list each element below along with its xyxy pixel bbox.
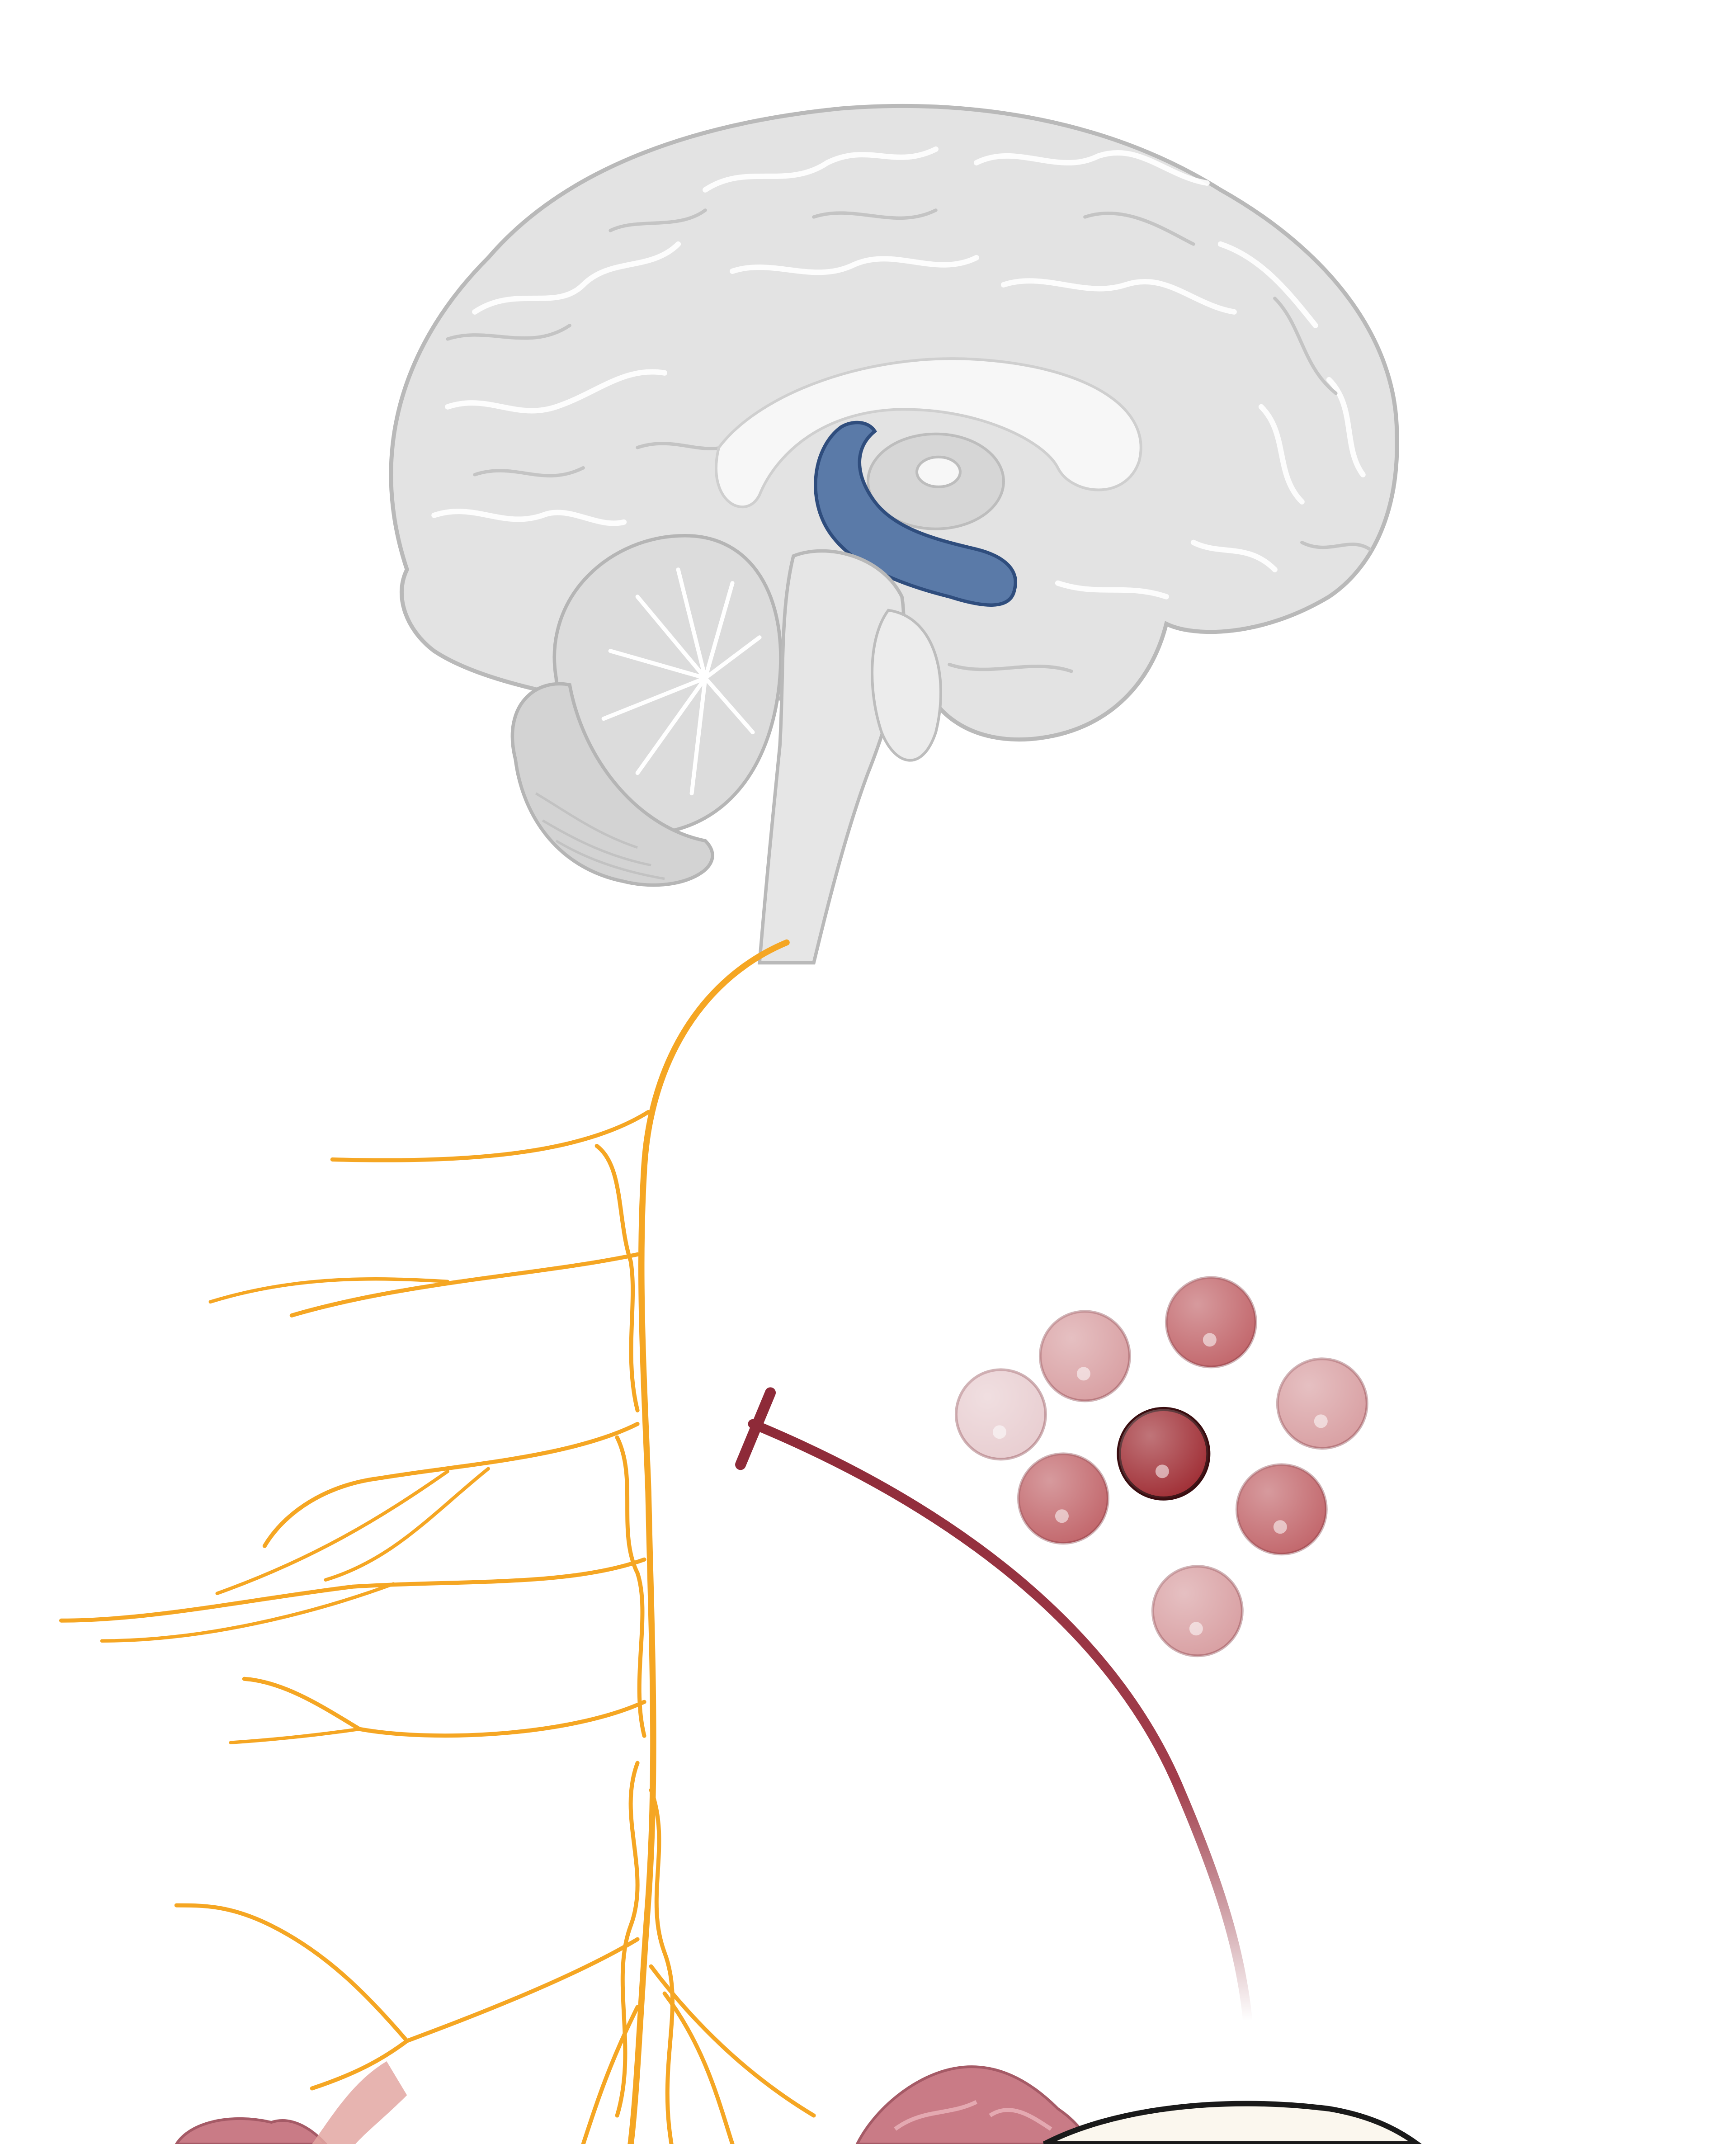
brain [389,104,1399,965]
spinal-nerve-chain [59,939,816,2144]
cell-nucleus [1076,1367,1090,1381]
vagus-trunk [627,939,790,2144]
cell [1165,1276,1257,1369]
cell [1038,1310,1131,1403]
organ-center-folds [894,2100,1052,2131]
cell-shine [1118,1409,1208,1499]
inhibition-arrow [735,1387,1253,2026]
cell [1017,1452,1109,1545]
gyri-folds [431,146,1366,604]
cell-nucleus [1273,1520,1287,1534]
corpus-callosum [715,357,1142,509]
cell [1151,1565,1244,1658]
cell-shine [1236,1464,1326,1554]
cell [1235,1463,1328,1556]
pons [871,609,942,762]
cell-shine [1166,1277,1256,1367]
brainstem [757,549,906,965]
cell-shine [956,1370,1046,1459]
muscle-strand [312,2061,407,2144]
cell-nucleus [1203,1333,1217,1347]
organ-right-outline [1043,2101,1422,2144]
cell-nucleus [1055,1509,1069,1523]
cell-nucleus [1155,1464,1169,1478]
cell [954,1368,1047,1461]
organ-left [175,2117,328,2144]
thalamus-center [915,455,962,488]
cell-shine [1018,1454,1108,1544]
bottom-organs [175,2061,1422,2144]
inhibit-arrow-shaft [748,1419,1253,2026]
cell [1276,1357,1368,1450]
cell-nucleus [992,1425,1006,1439]
cell-cluster [954,1276,1368,1658]
cell [1117,1407,1211,1501]
cerebellum [510,534,783,887]
sulci [446,208,1372,673]
cell-nucleus [1314,1414,1328,1428]
cell-shine [1277,1359,1367,1449]
cell-shine [1152,1566,1242,1656]
inhibit-arrow-bar [735,1387,776,1470]
cell-shine [1040,1311,1130,1401]
cell-nucleus [1189,1622,1203,1636]
organ-center [855,2065,1094,2144]
